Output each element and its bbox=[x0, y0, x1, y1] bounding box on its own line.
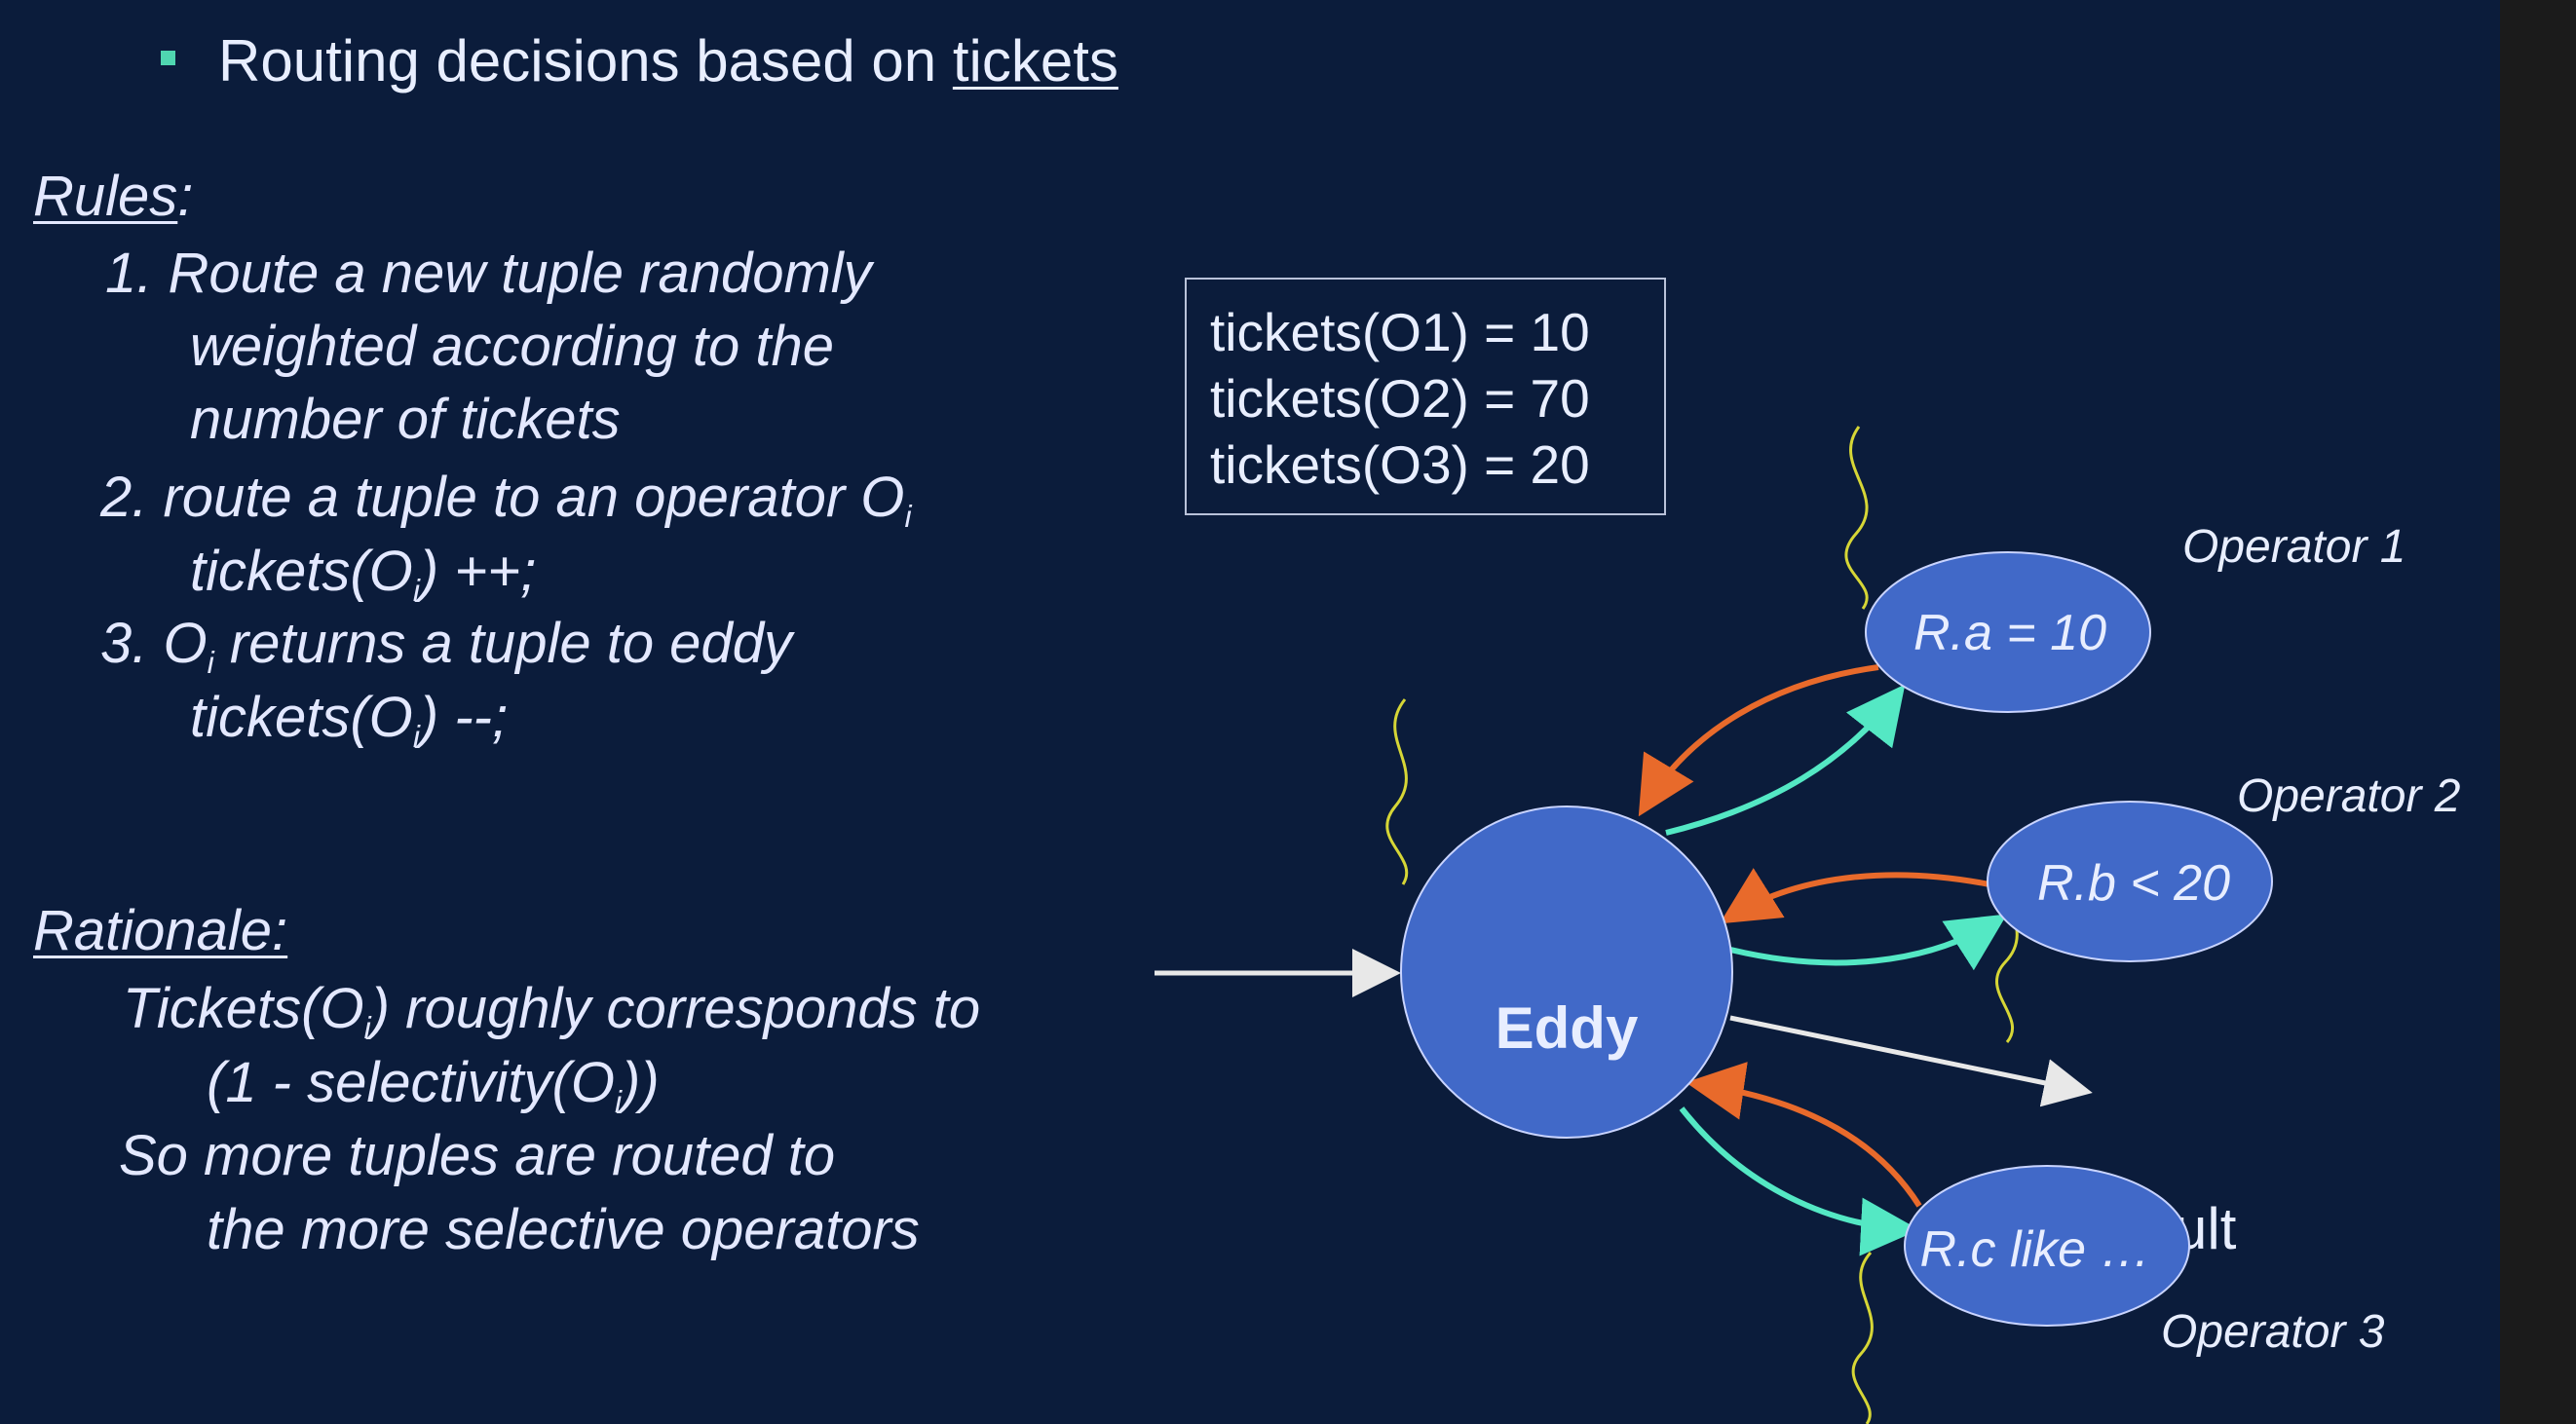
rule-1-line-2: weighted according to the bbox=[190, 315, 834, 378]
squiggle-op1 bbox=[1844, 426, 1869, 610]
rule-2-line-2-pre: tickets(O bbox=[190, 540, 413, 603]
rationale-line-1: Tickets(Oi) roughly corresponds to bbox=[123, 976, 980, 1046]
output-arrow bbox=[1729, 1015, 2093, 1107]
rationale-line-1-sub: i bbox=[363, 1010, 371, 1046]
operator-2-label: R.b < 20 bbox=[2037, 855, 2230, 912]
rule-3-line-2-sub: i bbox=[412, 719, 420, 755]
eddy-diagram: Eddy R.a = 10 R.b < 20 ult R.c like … bbox=[1155, 426, 2273, 1424]
operator-3-label: R.c like … bbox=[1920, 1221, 2151, 1278]
eddy-label: Eddy bbox=[1496, 995, 1639, 1061]
rule-2-line-1-sub: i bbox=[904, 499, 912, 535]
tickets-link[interactable]: tickets bbox=[952, 28, 1118, 94]
rule-2-line-1-text: 2. route a tuple to an operator O bbox=[100, 466, 905, 529]
operator-2-node[interactable] bbox=[1987, 801, 2273, 962]
rules-heading-text: Rules bbox=[33, 165, 178, 228]
rationale-line-2-post: )) bbox=[622, 1051, 660, 1114]
squiggle-eddy bbox=[1385, 698, 1409, 885]
rationale-line-2: (1 - selectivity(Oi)) bbox=[207, 1050, 660, 1120]
rationale-line-1-pre: Tickets(O bbox=[123, 977, 364, 1040]
arrow-from-op1 bbox=[1638, 664, 1879, 817]
arrow-to-op1 bbox=[1665, 684, 1906, 836]
arrow-to-op3 bbox=[1679, 1106, 1919, 1256]
rule-3-line-2-pre: tickets(O bbox=[190, 686, 413, 749]
eddy-node[interactable] bbox=[1400, 806, 1733, 1139]
tickets-box: tickets(O1) = 10 tickets(O2) = 70 ticket… bbox=[1185, 278, 1666, 515]
tickets-row-3: tickets(O3) = 20 bbox=[1210, 434, 1590, 495]
operator-2-caption: Operator 2 bbox=[2237, 770, 2461, 822]
arrow-from-op3 bbox=[1686, 1062, 1922, 1208]
rule-2-line-2-sub: i bbox=[412, 573, 420, 609]
operator-1-caption: Operator 1 bbox=[2182, 521, 2406, 573]
rationale-line-3: So more tuples are routed to bbox=[119, 1124, 836, 1187]
squiggle-op3 bbox=[1851, 1252, 1874, 1424]
rationale-line-2-pre: (1 - selectivity(O bbox=[207, 1051, 615, 1114]
rule-2-line-2-post: ) ++; bbox=[419, 540, 537, 603]
operator-1-label: R.a = 10 bbox=[1913, 605, 2106, 661]
tickets-row-2: tickets(O2) = 70 bbox=[1210, 368, 1590, 429]
rationale-line-4: the more selective operators bbox=[207, 1198, 920, 1261]
rationale-heading: Rationale: bbox=[33, 899, 288, 962]
rule-1-line-1: 1. Route a new tuple randomly bbox=[105, 242, 872, 305]
rationale-line-1-post: ) roughly corresponds to bbox=[370, 977, 981, 1040]
arrow-to-op2 bbox=[1729, 914, 2008, 971]
bullet-marker bbox=[161, 51, 175, 65]
bullet-prefix: Routing decisions based on bbox=[218, 28, 953, 94]
rule-3-line-1-sub: i bbox=[207, 645, 214, 681]
rule-2-line-2: tickets(Oi) ++; bbox=[190, 539, 536, 609]
rule-3-line-2-post: ) --; bbox=[419, 686, 509, 749]
rule-1-line-3: number of tickets bbox=[190, 388, 621, 451]
operator-1-node[interactable] bbox=[1865, 551, 2151, 713]
bullet-text: Routing decisions based on tickets bbox=[218, 27, 1118, 94]
rules-heading: Rules: bbox=[33, 164, 193, 229]
operator-3-node[interactable] bbox=[1904, 1165, 2190, 1327]
rules-colon: : bbox=[177, 165, 194, 228]
rule-3-line-1-pre: 3. O bbox=[100, 612, 208, 675]
slide: Routing decisions based on tickets Rules… bbox=[33, 27, 2461, 1424]
operator-3-caption: Operator 3 bbox=[2161, 1306, 2385, 1358]
window-side-bar bbox=[2500, 0, 2576, 1424]
tickets-row-1: tickets(O1) = 10 bbox=[1210, 302, 1590, 362]
arrow-from-op2 bbox=[1719, 868, 1990, 924]
rule-3-line-1-post: returns a tuple to eddy bbox=[213, 612, 792, 675]
rationale-line-2-sub: i bbox=[614, 1084, 623, 1120]
rule-2-line-1: 2. route a tuple to an operator Oi bbox=[100, 465, 912, 535]
rule-3-line-1: 3. Oi returns a tuple to eddy bbox=[100, 611, 792, 681]
rule-3-line-2: tickets(Oi) --; bbox=[190, 685, 508, 755]
